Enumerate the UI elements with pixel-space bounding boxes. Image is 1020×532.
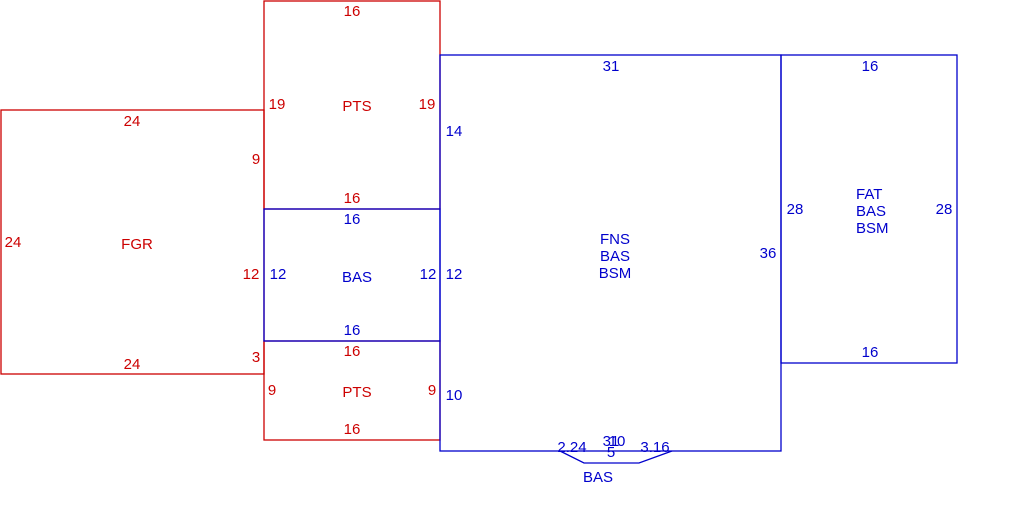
pts-bottom-dim-right: 9 <box>428 382 436 399</box>
right-wing-dim-left: 28 <box>787 201 804 218</box>
right-wing-dim-top: 16 <box>862 58 879 75</box>
pts-bottom-dim-left: 9 <box>268 382 276 399</box>
right-wing-outline <box>780 54 958 364</box>
pts-top-dim-left: 19 <box>269 96 286 113</box>
bay-group: 2.24 5 3.16 BAS <box>557 439 669 486</box>
bas-mid-dim-bottom: 16 <box>344 322 361 339</box>
main-dim-left-lower: 10 <box>446 387 463 404</box>
pts-bottom-dim-top: 16 <box>344 343 361 360</box>
pts-top-dim-right: 19 <box>419 96 436 113</box>
fgr-dim-left: 24 <box>5 234 22 251</box>
main-label-1: FNS <box>600 231 630 248</box>
pts-top-label: PTS <box>342 98 371 115</box>
bay-label: BAS <box>583 469 613 486</box>
pts-top-dim-bottom: 16 <box>344 190 361 207</box>
bas-mid-dim-top: 16 <box>344 211 361 228</box>
right-wing-label-3: BSM <box>856 220 889 237</box>
right-wing-dim-right: 28 <box>936 201 953 218</box>
bay-dim-left: 2.24 <box>557 439 586 456</box>
bay-dim-bottom: 5 <box>607 444 615 461</box>
fgr-dim-bottom: 24 <box>124 356 141 373</box>
bay-outline <box>559 450 673 464</box>
right-wing-label-2: BAS <box>856 203 886 220</box>
fgr-dim-right-lower: 3 <box>252 349 260 366</box>
pts-top-group: PTS 16 16 19 19 <box>269 3 436 207</box>
pts-bottom-group: PTS 16 16 9 9 <box>268 343 436 438</box>
main-dim-bottom-1: 31 <box>603 433 620 450</box>
right-wing-dim-bottom: 16 <box>862 344 879 361</box>
main-dim-right: 36 <box>760 245 777 262</box>
bas-mid-label: BAS <box>342 269 372 286</box>
pts-bottom-dim-bottom: 16 <box>344 421 361 438</box>
fgr-label: FGR <box>121 236 153 253</box>
main-label-2: BAS <box>600 248 630 265</box>
fgr-dim-top: 24 <box>124 113 141 130</box>
right-wing-group: FAT BAS BSM 16 16 28 28 <box>787 58 953 361</box>
right-wing-label-1: FAT <box>856 186 882 203</box>
main-group: FNS BAS BSM 31 14 12 10 36 31 10 <box>446 58 777 450</box>
main-dim-left-upper: 14 <box>446 123 463 140</box>
bas-mid-dim-left: 12 <box>270 266 287 283</box>
main-label-3: BSM <box>599 265 632 282</box>
main-dim-left-middle: 12 <box>446 266 463 283</box>
main-dim-top: 31 <box>603 58 620 75</box>
bas-mid-group: BAS 16 16 12 12 <box>270 211 437 339</box>
main-dim-bottom-2: 10 <box>609 433 626 450</box>
pts-top-dim-top: 16 <box>344 3 361 20</box>
fgr-group: FGR 24 24 24 9 12 3 <box>5 113 261 373</box>
fgr-dim-right-middle: 12 <box>243 266 260 283</box>
pts-bottom-label: PTS <box>342 384 371 401</box>
bay-dim-right: 3.16 <box>640 439 669 456</box>
fgr-dim-right-upper: 9 <box>252 151 260 168</box>
bas-mid-dim-right: 12 <box>420 266 437 283</box>
